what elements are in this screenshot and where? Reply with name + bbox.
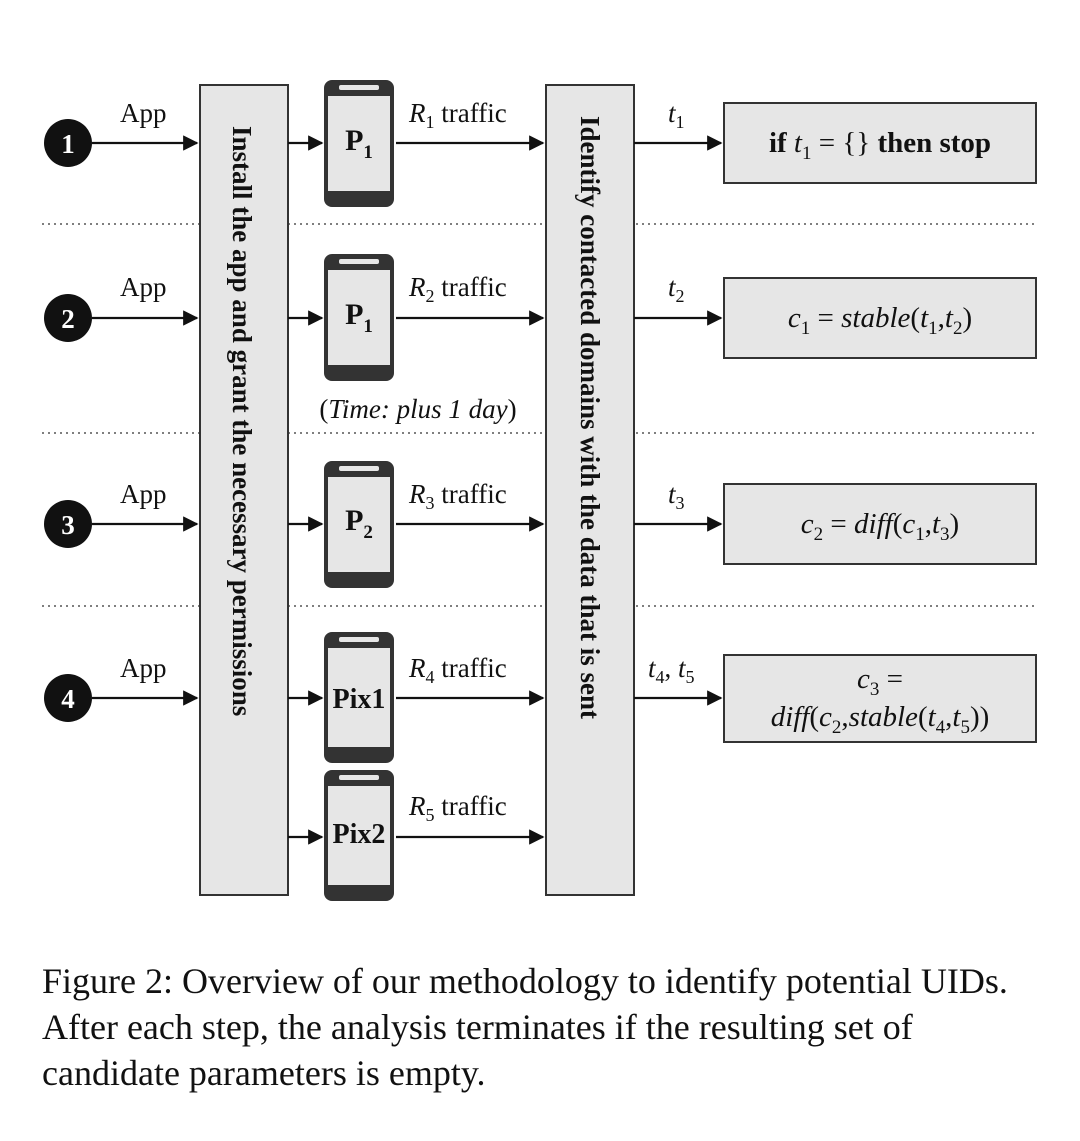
identify-box <box>545 84 635 896</box>
step-circle <box>44 674 92 722</box>
phone-speaker <box>339 637 379 642</box>
output-label: t3 <box>668 479 685 513</box>
result-text-line-1: c3 = <box>857 663 903 700</box>
output-labels: t1 t2 t3 t4, t5 <box>648 98 695 687</box>
app-label: App <box>120 653 167 683</box>
methodology-diagram: Install the app and grant the necessary … <box>42 80 1037 901</box>
figure-caption: Figure 2: Overview of our methodology to… <box>42 961 1008 1093</box>
result-4: c3 = diff(c2,stable(t4,t5)) <box>723 654 1037 743</box>
traffic-label: R5 traffic <box>408 791 507 825</box>
phone-label: P1 <box>345 298 373 337</box>
step-number: 3 <box>61 510 75 540</box>
phone-speaker <box>339 466 379 471</box>
traffic-labels: R1 traffic R2 traffic R3 traffic R4 traf… <box>408 98 507 825</box>
traffic-arrows <box>396 135 545 845</box>
phone-screen <box>328 648 390 747</box>
phone-screen <box>328 270 390 365</box>
phone-speaker <box>339 85 379 90</box>
result-box <box>723 654 1037 743</box>
result-box <box>723 277 1037 359</box>
traffic-label: R4 traffic <box>408 653 507 687</box>
phone-label: Pix1 <box>333 684 386 715</box>
app-label: App <box>120 272 167 302</box>
app-label: App <box>120 98 167 128</box>
phone-speaker <box>339 775 379 780</box>
phone-2: P1 <box>324 254 394 381</box>
result-text: if t1 = {} then stop <box>769 127 991 164</box>
app-label: App <box>120 479 167 509</box>
phone-label: Pix2 <box>333 819 386 850</box>
install-box <box>199 84 289 896</box>
step-2: 2 App <box>44 272 199 342</box>
output-arrows <box>634 135 723 706</box>
step-circle <box>44 294 92 342</box>
install-to-phone-arrows <box>288 135 324 845</box>
result-box <box>723 102 1037 184</box>
step-number: 4 <box>61 684 75 714</box>
phone-speaker <box>339 259 379 264</box>
phone-screen <box>328 477 390 572</box>
phone-label: P2 <box>345 504 373 543</box>
step-3: 3 App <box>44 479 199 548</box>
phone-screen <box>328 786 390 885</box>
output-label: t4, t5 <box>648 653 695 687</box>
result-1: if t1 = {} then stop <box>723 102 1037 184</box>
identify-box-label: Identify contacted domains with the data… <box>575 116 605 719</box>
output-label: t1 <box>668 98 685 132</box>
result-text-line-2: diff(c2,stable(t4,t5)) <box>771 701 990 738</box>
output-label: t2 <box>668 272 685 306</box>
step-1: 1 App <box>44 98 199 167</box>
step-4: 4 App <box>44 653 199 722</box>
row-separators <box>42 223 1036 607</box>
traffic-label: R3 traffic <box>408 479 507 513</box>
result-text: c1 = stable(t1,t2) <box>788 302 972 339</box>
install-box-label: Install the app and grant the necessary … <box>227 126 257 716</box>
traffic-label: R2 traffic <box>408 272 507 306</box>
phone-3: P2 <box>324 461 394 588</box>
traffic-label: R1 traffic <box>408 98 507 132</box>
time-note: (Time: plus 1 day) <box>319 394 516 424</box>
phone-screen <box>328 96 390 191</box>
phone-1: P1 <box>324 80 394 207</box>
result-2: c1 = stable(t1,t2) <box>723 277 1037 359</box>
result-3: c2 = diff(c1,t3) <box>723 483 1037 565</box>
step-circle <box>44 500 92 548</box>
step-number: 1 <box>61 129 75 159</box>
result-box <box>723 483 1037 565</box>
phone-5: Pix2 <box>324 770 394 901</box>
result-text: c2 = diff(c1,t3) <box>801 508 959 545</box>
phone-4: Pix1 <box>324 632 394 763</box>
step-number: 2 <box>61 304 75 334</box>
step-circle <box>44 119 92 167</box>
phone-label: P1 <box>345 124 373 163</box>
